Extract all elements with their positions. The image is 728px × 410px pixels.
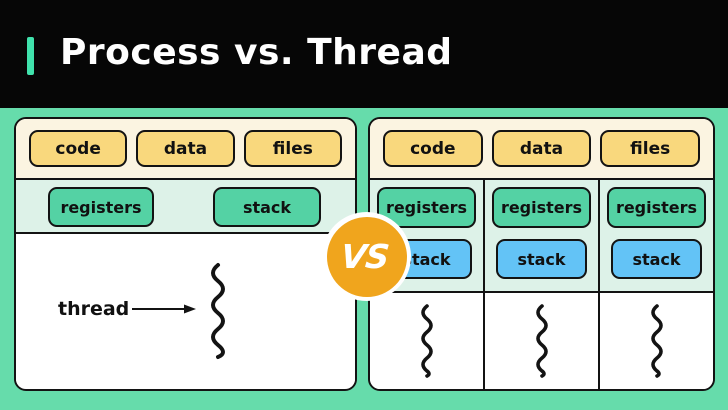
- process-thread-area: thread: [16, 234, 355, 387]
- right-arrow-icon: [131, 302, 197, 316]
- page-title: Process vs. Thread: [60, 32, 453, 73]
- files-box: files: [243, 130, 342, 167]
- vs-label: VS: [339, 237, 391, 276]
- thread-squiggle-icon: [532, 303, 552, 379]
- thread-label: thread: [58, 298, 130, 320]
- files-box: files: [600, 130, 701, 167]
- stack-box: stack: [213, 187, 321, 227]
- thread-squiggle-icon: [647, 303, 667, 379]
- process-context-row: registers stack: [16, 180, 355, 234]
- thread-column-3: registers stack: [598, 180, 713, 389]
- registers-box: registers: [491, 187, 592, 228]
- thread-squiggle-icon: [206, 262, 230, 360]
- data-box: data: [491, 130, 592, 167]
- registers-box: registers: [48, 187, 154, 227]
- stack-box: stack: [496, 239, 587, 279]
- code-box: code: [383, 130, 483, 167]
- code-box: code: [29, 130, 128, 167]
- process-panel: code data files registers stack thread: [14, 117, 357, 391]
- threads-panel: code data files registers stack register…: [368, 117, 715, 391]
- title-accent-bar: [27, 37, 34, 75]
- thread-columns: registers stack registers stack: [370, 180, 713, 389]
- header-bar: Process vs. Thread: [0, 0, 728, 108]
- threads-memory-row: code data files: [370, 119, 713, 180]
- thread-column-2: registers stack: [483, 180, 598, 389]
- thread-squiggle-icon: [417, 303, 437, 379]
- stack-box: stack: [611, 239, 702, 279]
- data-box: data: [136, 130, 235, 167]
- vs-badge-circle: VS: [326, 216, 407, 297]
- registers-box: registers: [606, 187, 707, 228]
- process-memory-row: code data files: [16, 119, 355, 180]
- vs-badge: VS: [322, 212, 411, 301]
